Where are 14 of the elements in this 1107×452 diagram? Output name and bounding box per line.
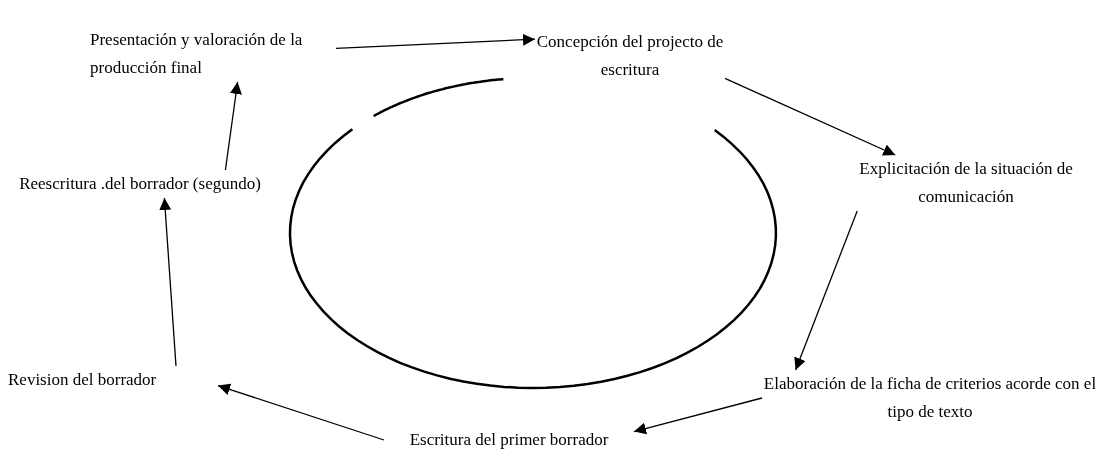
arrow [633,397,763,435]
arrow [217,383,385,441]
step-label: Reescritura .del borrador (segundo) [18,170,262,198]
step-label: Revision del borrador [8,366,218,394]
step-label: Concepción del projecto de escritura [535,28,725,84]
step-label: Explicitación de la situación de comunicación [830,155,1102,211]
arrow [224,81,242,171]
arrow [724,77,896,156]
arrow [794,210,858,371]
step-label: Escritura del primer borrador [384,426,634,452]
arrow [159,197,177,367]
step-label: Elaboración de la ficha de criterios acorde con el tipo de texto [762,370,1098,426]
step-label: Presentación y valoración de la producción final [90,26,336,82]
arrow [335,33,536,50]
